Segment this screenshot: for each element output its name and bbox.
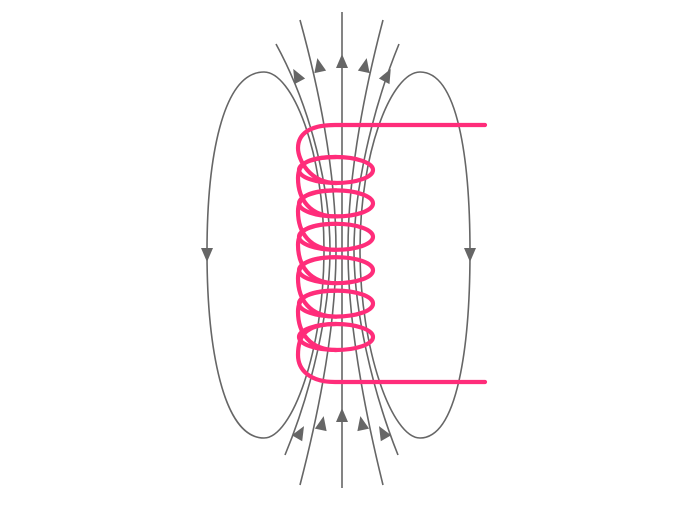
arrowhead-icon [314,58,327,74]
arrowhead-icon [379,426,392,442]
coil-winding-segment [295,321,488,385]
solenoid-coil [295,122,488,385]
arrowhead-icon [314,416,327,432]
arrowhead-icon [201,248,213,262]
arrowhead-icon [378,68,391,85]
field-direction-arrows [201,54,476,442]
coil-lead-top [295,122,488,186]
field-loop-left [206,71,325,439]
arrowhead-icon [336,54,348,68]
arrowhead-icon [357,58,370,74]
arrowhead-icon [464,248,476,262]
arrowhead-icon [357,416,370,432]
arrowhead-icon [336,408,348,422]
arrowhead-icon [291,426,304,442]
arrowhead-icon [293,68,306,85]
